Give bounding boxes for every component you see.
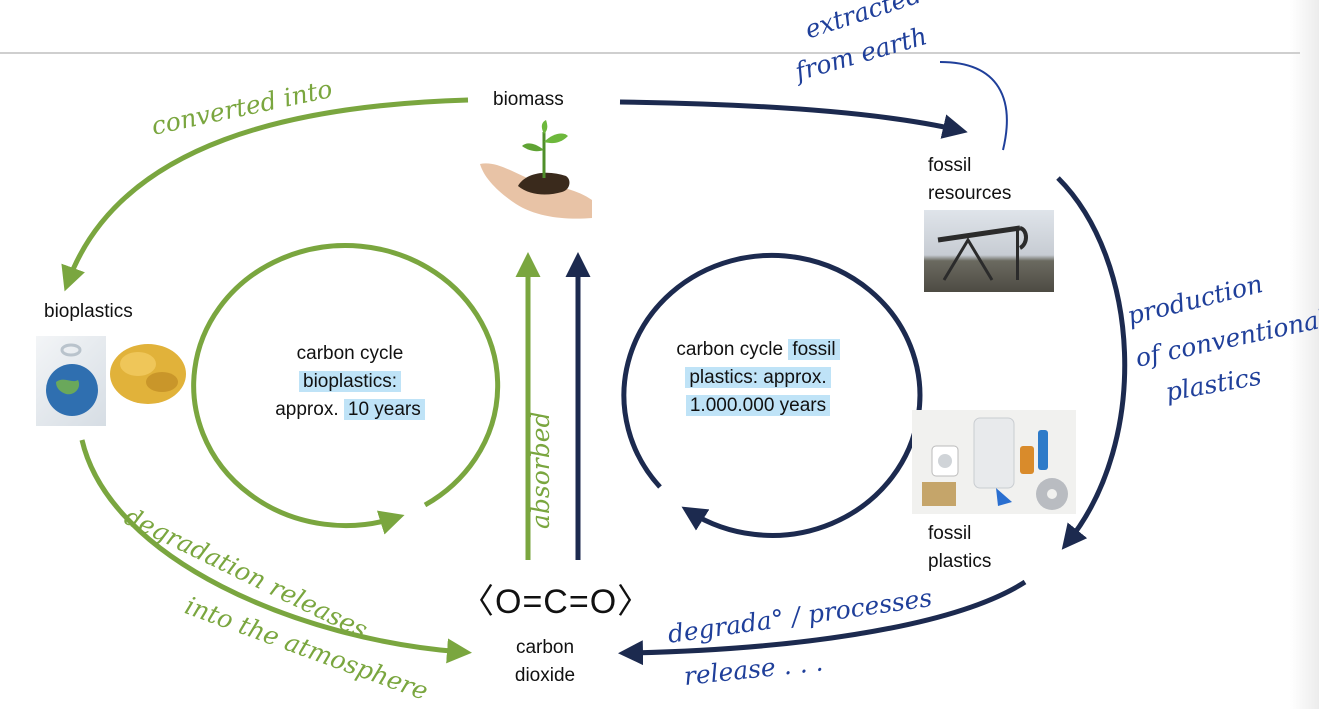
co2-structural-formula: 〈O=C=O〉 [460,583,653,621]
arrow-biomass-to-fossil-resources [619,99,968,139]
extracted-pointer [939,61,1008,151]
fossil-plastics-line-1: fossil [928,523,972,544]
fossil-plastics-label: fossil plastics [928,520,991,576]
fossil-resources-line-1: fossil [928,155,972,176]
bio-cycle-line-2: bioplastics: [299,371,401,392]
bioplastic-granules-image [108,334,188,406]
fossil-resources-label: fossil resources [928,152,1011,208]
carbon-dioxide-line-2: dioxide [514,665,576,686]
arrow-bioplastics-to-co2 [79,439,472,664]
bioplastic-bag-image [36,336,106,426]
page-edge-shade [1290,0,1319,709]
biomass-label: biomass [493,89,564,110]
fossil-cycle-duration: 1.000.000 years [685,395,831,416]
fossil-cycle-text: carbon cycle fossil plastics: approx. 1.… [648,336,868,420]
carbon-dioxide-line-1: carbon [515,637,575,658]
hand-with-seedling-image [478,120,594,224]
arrow-biomass-to-bioplastics [61,97,469,292]
fossil-resources-line-2: resources [928,183,1012,204]
bioplastics-cycle-ring [191,243,501,535]
fossil-cycle-word-fossil: fossil [788,339,840,360]
fossil-cycle-line-2: plastics: approx. [685,367,831,388]
bio-cycle-approx: approx. [275,399,339,420]
fossil-plastics-line-2: plastics [928,551,992,572]
fossil-cycle-ring [621,252,923,538]
bio-cycle-duration: 10 years [343,399,425,420]
handwritten-absorbed: absorbed [526,411,555,529]
bio-cycle-line-1: carbon cycle [296,343,404,364]
fossil-plastic-products-image [912,410,1076,514]
top-divider [0,52,1300,54]
arrow-fossil-resources-to-fossil-plastics [1056,176,1128,550]
bioplastics-cycle-text: carbon cycle bioplastics: approx. 10 yea… [250,340,450,424]
bioplastics-label: bioplastics [44,301,133,322]
arrow-fossil-plastics-to-co2 [618,579,1027,666]
oil-pump-image [924,210,1054,292]
carbon-dioxide-label: carbon dioxide [490,634,600,690]
fossil-cycle-line-1: carbon cycle [676,339,784,360]
